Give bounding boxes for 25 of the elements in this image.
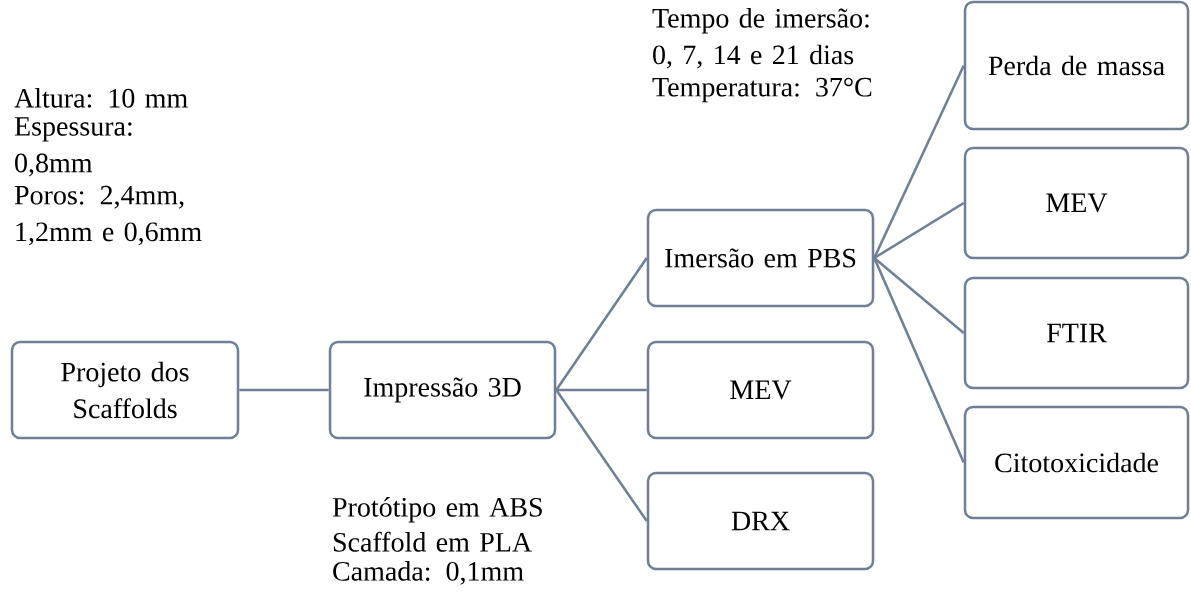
- process-box: FTIR: [963, 276, 1190, 390]
- connector-line: [873, 257, 965, 334]
- process-box: Perda de massa: [963, 0, 1190, 131]
- connector-line: [873, 257, 965, 463]
- process-box: MEV: [963, 146, 1190, 260]
- annotation-text: Scaffold em PLA: [333, 531, 532, 552]
- connector-line: [873, 201, 965, 260]
- connector-line: [873, 64, 965, 259]
- annotation-text: Protótipo em ABS: [332, 497, 542, 523]
- connector-line: [556, 388, 647, 392]
- annotation-text: Poros: 2,4mm, 1,2mm e 0,6mm: [14, 185, 202, 246]
- process-box: MEV: [646, 340, 875, 440]
- process-box: Imersão em PBS: [646, 208, 875, 308]
- annotation-text: Tempo de imersão: 0, 7, 14 e 21 dias: [652, 8, 869, 69]
- process-box: DRX: [646, 471, 875, 571]
- connector-line: [555, 257, 648, 391]
- connector-line: [555, 389, 648, 522]
- annotation-text: Espessura: 0,8mm: [14, 117, 132, 177]
- process-box: Projeto dos Scaffolds: [10, 340, 240, 440]
- connector-line: [239, 388, 329, 392]
- process-box: Citotoxicidade: [963, 405, 1190, 520]
- annotation-text: Altura: 10 mm: [14, 88, 188, 108]
- process-box: Impressão 3D: [328, 340, 557, 440]
- annotation-text: Camada: 0,1mm: [333, 561, 524, 585]
- annotation-text: Temperatura: 37°C: [652, 77, 872, 103]
